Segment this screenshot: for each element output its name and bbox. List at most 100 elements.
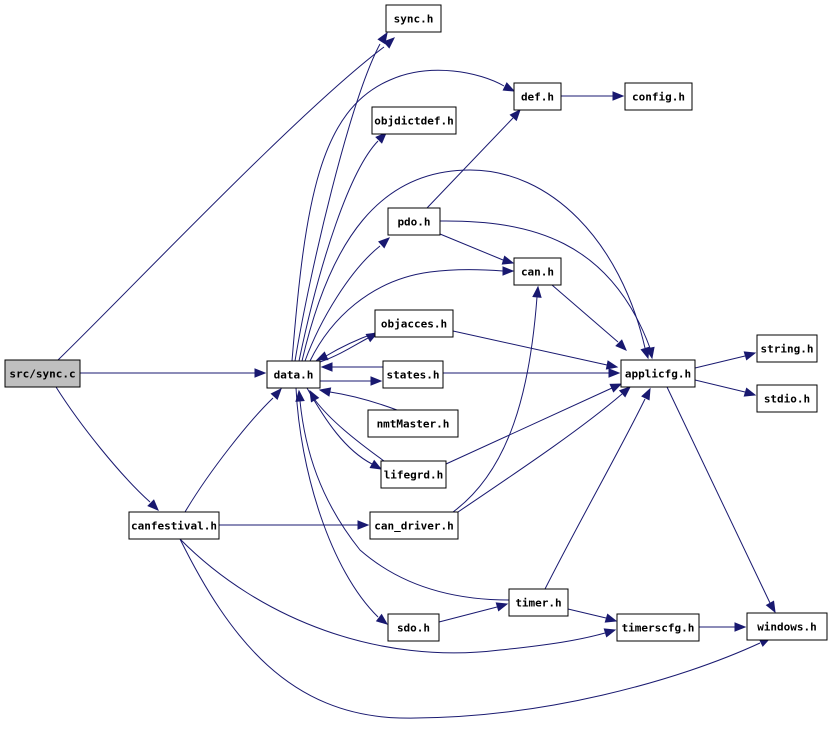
node-string-h[interactable]: string.h: [756, 334, 818, 363]
edge-line: [309, 269, 504, 362]
edge-line: [301, 169, 646, 362]
edge-arrowhead: [378, 237, 391, 249]
node-src-sync-c[interactable]: src/sync.c: [4, 359, 81, 388]
node-timerscfg-h[interactable]: timerscfg.h: [616, 613, 700, 642]
edge-line: [57, 46, 385, 361]
node-label: src/sync.c: [9, 368, 75, 381]
node-stdio-h[interactable]: stdio.h: [756, 384, 818, 413]
edge-applicfg-h-to-stdio-h: [694, 379, 757, 397]
edge-arrowhead: [309, 389, 320, 403]
edge-line: [304, 245, 381, 362]
node-sdo-h[interactable]: sdo.h: [387, 613, 440, 642]
edge-arrowhead: [357, 520, 370, 530]
node-can-h[interactable]: can.h: [513, 257, 562, 286]
edge-nmtMaster-h-to-data-h: [318, 387, 398, 411]
node-nmtMaster-h[interactable]: nmtMaster.h: [367, 409, 459, 438]
edge-data-h-to-pdo-h: [304, 237, 391, 362]
edge-src-sync-c-to-data-h: [80, 368, 267, 378]
node-box: [369, 511, 459, 540]
edge-line: [551, 284, 619, 343]
edge-line: [179, 538, 761, 719]
node-box: [128, 511, 220, 540]
node-box: [382, 360, 444, 389]
edge-canfestival-h-to-timerscfg-h: [179, 538, 617, 654]
node-states-h[interactable]: states.h: [382, 360, 444, 389]
edge-pdo-h-to-def-h: [426, 108, 521, 209]
edge-arrowhead: [615, 339, 627, 351]
edge-arrowhead: [608, 368, 621, 378]
node-label: timer.h: [515, 597, 561, 610]
node-timer-h[interactable]: timer.h: [508, 588, 569, 617]
node-box: [385, 4, 442, 33]
node-label: sdo.h: [397, 622, 430, 635]
edge-line: [457, 393, 623, 513]
node-label: nmtMaster.h: [377, 418, 450, 431]
edge-arrowhead: [295, 389, 305, 402]
node-config-h[interactable]: config.h: [624, 82, 693, 111]
edge-arrowhead: [320, 362, 333, 372]
node-box: [746, 612, 828, 641]
edge-timer-h-to-timerscfg-h: [567, 608, 618, 623]
node-label: objdictdef.h: [374, 115, 453, 128]
node-data-h[interactable]: data.h: [266, 360, 321, 389]
node-objdictdef-h[interactable]: objdictdef.h: [371, 106, 457, 135]
node-box: [616, 613, 700, 642]
node-label: objacces.h: [381, 318, 447, 331]
node-label: can_driver.h: [374, 520, 453, 533]
node-box: [756, 384, 818, 413]
node-label: string.h: [761, 343, 814, 356]
edge-can-driver-h-to-can-h: [452, 285, 542, 513]
node-box: [513, 82, 562, 111]
edge-data-h-to-sync-h: [294, 31, 388, 362]
edge-line: [55, 386, 151, 503]
edge-arrowhead: [147, 499, 159, 511]
node-box: [620, 359, 696, 388]
edge-data-h-to-objdictdef-h: [298, 132, 387, 362]
edge-arrowhead: [645, 346, 655, 360]
node-pdo-h[interactable]: pdo.h: [387, 207, 441, 236]
node-label: config.h: [632, 91, 685, 104]
edge-arrowhead: [734, 622, 747, 632]
node-canfestival-h[interactable]: canfestival.h: [128, 511, 220, 540]
edge-arrowhead: [369, 459, 383, 470]
edge-src-sync-c-to-sync-h: [57, 37, 396, 361]
edge-line: [184, 397, 274, 513]
node-label: applicfg.h: [625, 368, 691, 381]
edge-canfestival-h-to-data-h: [184, 387, 282, 513]
node-label: timerscfg.h: [622, 622, 695, 635]
node-label: can.h: [521, 266, 554, 279]
node-objacces-h[interactable]: objacces.h: [374, 309, 454, 338]
edge-line: [544, 398, 646, 590]
edge-arrowhead: [605, 360, 619, 370]
edge-can-h-to-applicfg-h: [551, 284, 627, 351]
edge-arrowhead: [254, 368, 267, 378]
edge-arrowhead: [612, 91, 625, 101]
edge-line: [295, 387, 379, 618]
edge-objacces-h-to-applicfg-h: [452, 330, 619, 370]
node-box: [513, 257, 562, 286]
node-box: [367, 409, 459, 438]
edge-line: [694, 379, 746, 393]
edge-can-driver-h-to-applicfg-h: [457, 386, 632, 513]
edge-pdo-h-to-can-h: [439, 233, 515, 265]
edge-arrowhead: [743, 387, 757, 397]
edge-line: [314, 399, 385, 462]
edge-applicfg-h-to-string-h: [694, 351, 757, 369]
edge-timerscfg-h-to-windows-h: [699, 622, 747, 632]
edge-line: [291, 69, 505, 362]
node-def-h[interactable]: def.h: [513, 82, 562, 111]
node-windows-h[interactable]: windows.h: [746, 612, 828, 641]
node-box: [266, 360, 321, 389]
node-box: [387, 613, 440, 642]
edge-arrowhead: [604, 613, 618, 623]
node-can-driver-h[interactable]: can_driver.h: [369, 511, 459, 540]
edge-line: [299, 400, 510, 601]
edge-arrowhead: [270, 387, 282, 400]
edge-lifegrd-h-to-data-h: [309, 389, 385, 462]
edge-arrowhead: [315, 351, 329, 361]
edge-arrowhead: [501, 255, 515, 265]
node-lifegrd-h[interactable]: lifegrd.h: [380, 460, 447, 489]
edge-states-h-to-applicfg-h: [443, 368, 621, 378]
node-sync-h[interactable]: sync.h: [385, 4, 442, 33]
node-applicfg-h[interactable]: applicfg.h: [620, 359, 696, 388]
